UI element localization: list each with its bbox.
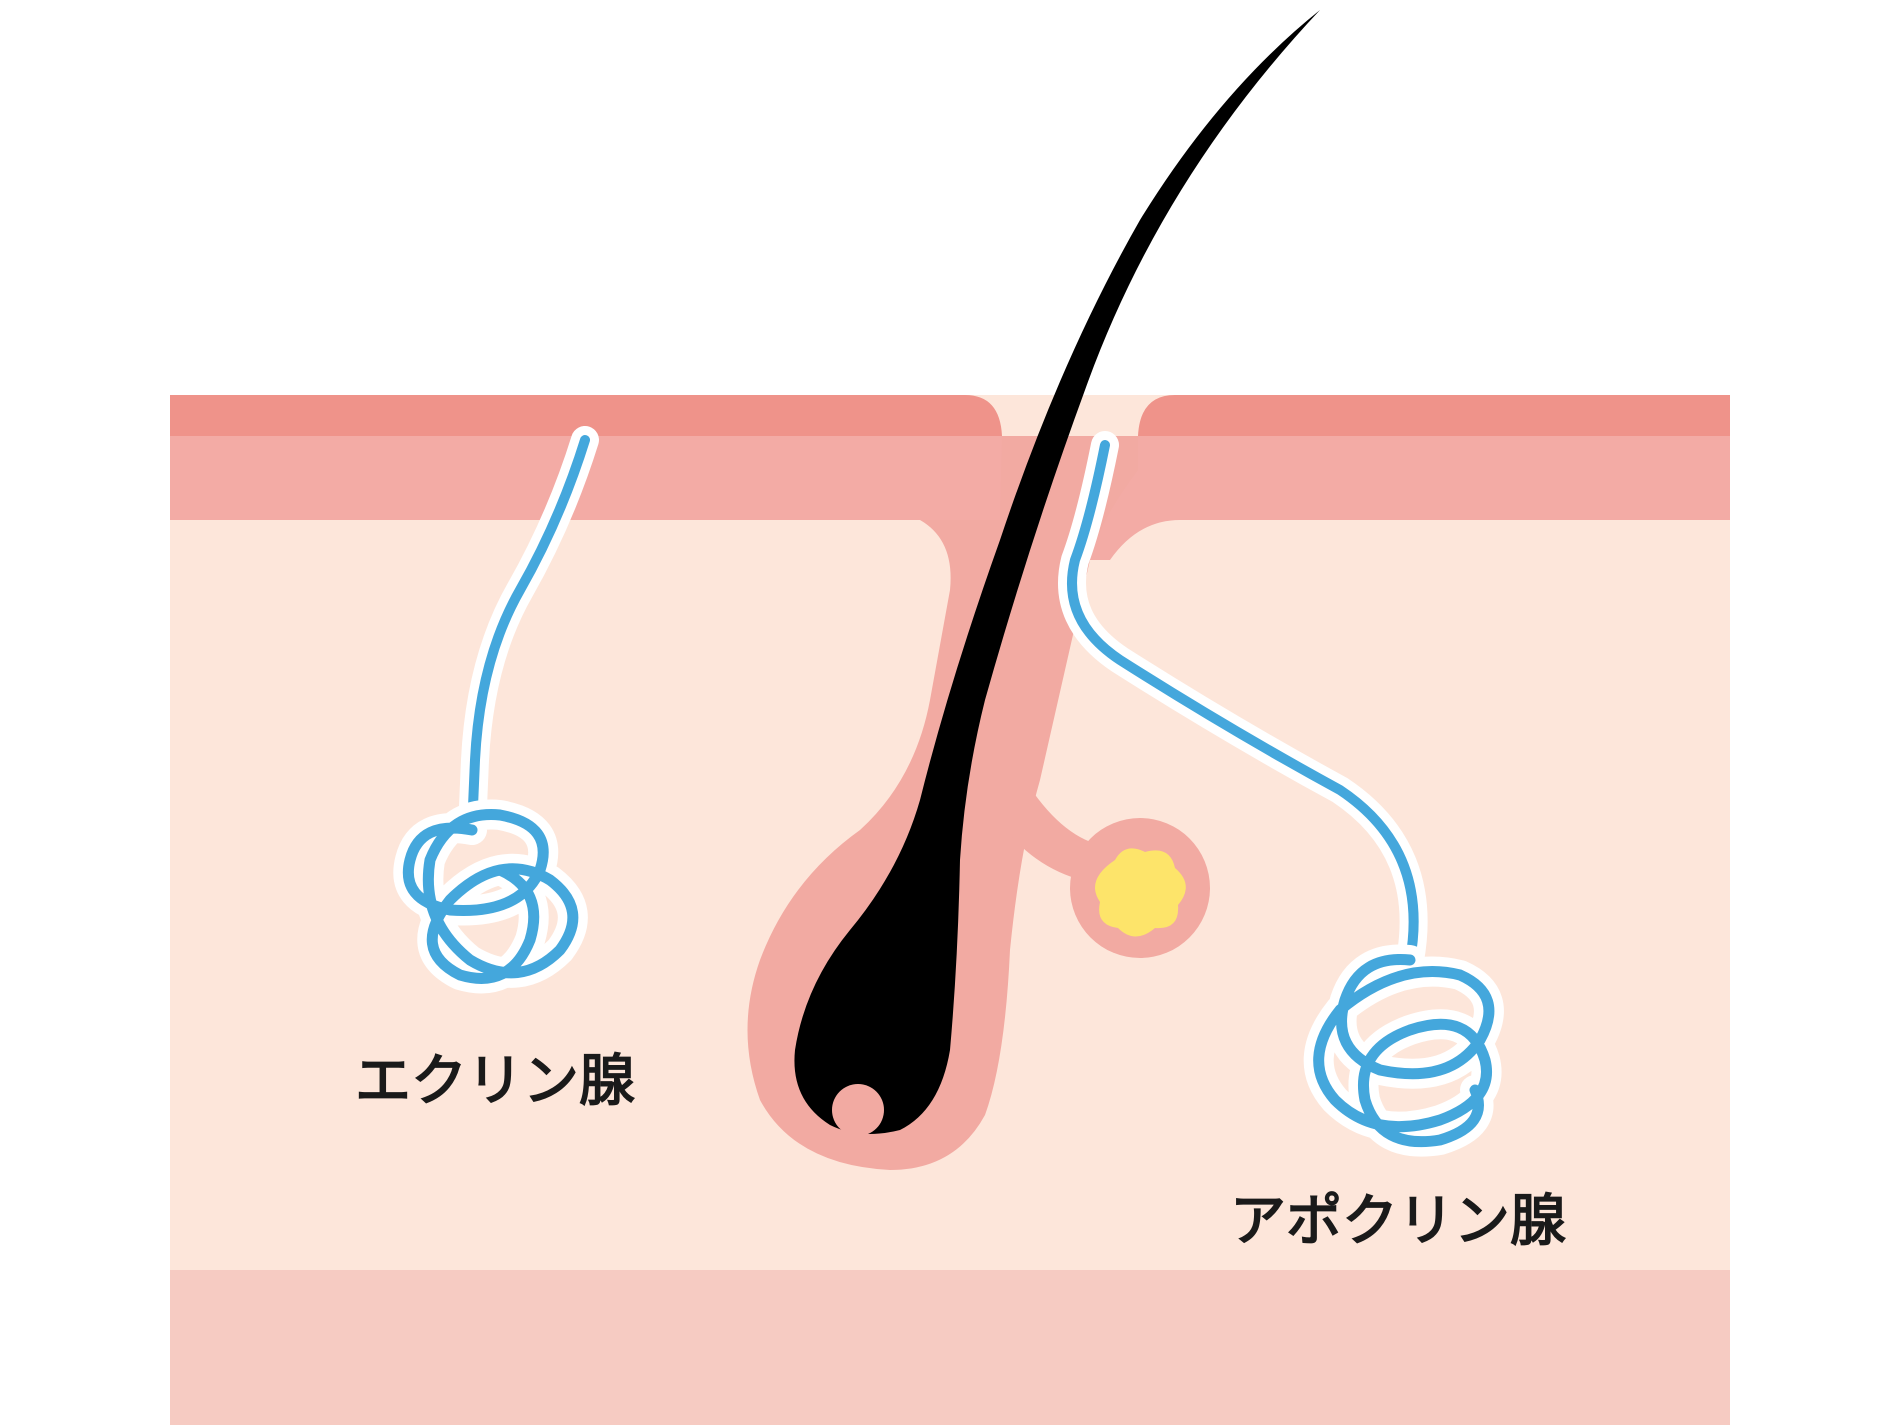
dermal-papilla: [832, 1084, 884, 1136]
hair-icon: [794, 10, 1320, 1134]
eccrine-gland-coil-icon: [393, 799, 588, 994]
apocrine-gland-label: アポクリン腺: [1230, 1189, 1567, 1254]
epidermis-layer: [170, 436, 1730, 560]
sebum-icon: [1095, 848, 1186, 937]
eccrine-gland: [393, 426, 599, 994]
subcutaneous-layer: [170, 1270, 1730, 1425]
apocrine-gland-coil-icon: [1303, 944, 1504, 1157]
apocrine-gland: [1058, 431, 1504, 1157]
epidermis-top-layer: [170, 395, 1730, 436]
eccrine-gland-label: エクリン腺: [355, 1049, 636, 1114]
